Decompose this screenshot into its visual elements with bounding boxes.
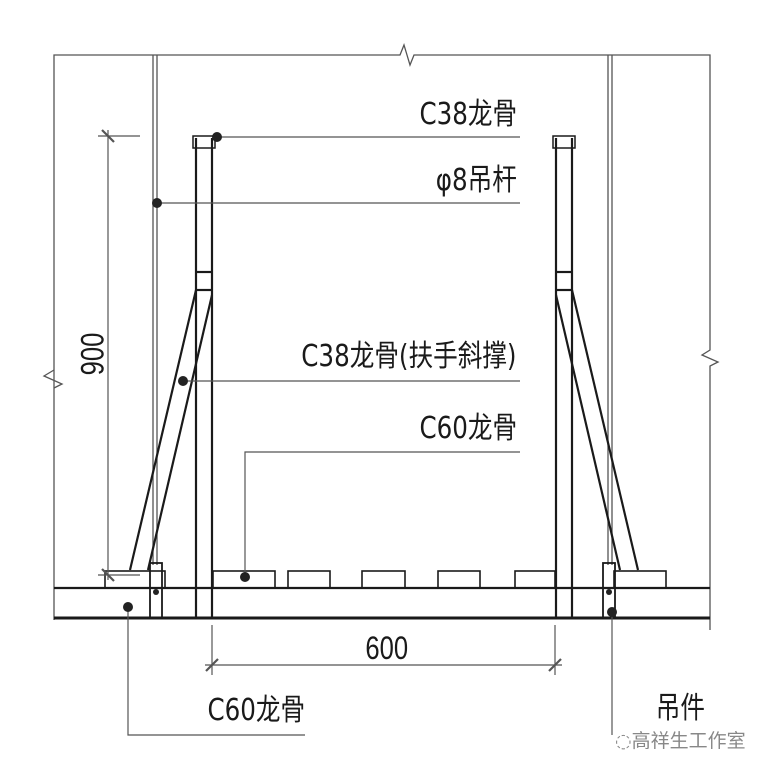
watermark: ◌高祥生工作室 <box>615 730 746 752</box>
dimension-spacing: 600 <box>365 630 409 666</box>
label-c38-keel: C38龙骨 <box>419 97 517 132</box>
structure <box>54 135 710 620</box>
label-c60-keel-lower: C60龙骨 <box>207 693 305 728</box>
label-rod: φ8吊杆 <box>435 163 517 198</box>
label-hanger: 吊件 <box>655 691 705 726</box>
dimension-height: 900 <box>74 332 111 376</box>
frame-lines <box>42 43 720 630</box>
label-c60-keel-upper: C60龙骨 <box>419 411 517 446</box>
leader-lines <box>98 129 613 736</box>
node-dots <box>123 132 617 617</box>
wechat-icon: ◌ <box>615 730 632 752</box>
label-c38-brace: C38龙骨(扶手斜撑) <box>301 339 517 374</box>
